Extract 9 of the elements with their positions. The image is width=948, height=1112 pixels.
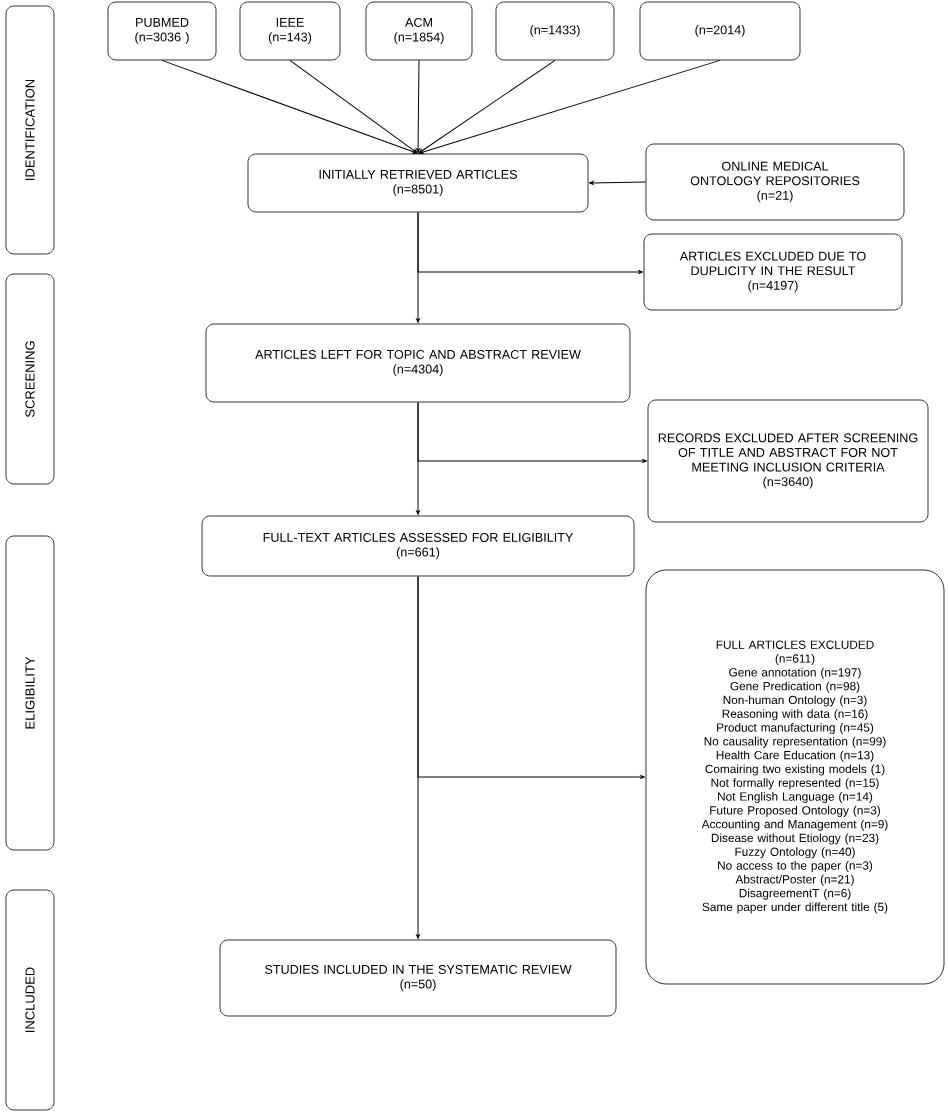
arrow bbox=[418, 59, 721, 155]
arrow bbox=[416, 59, 420, 153]
arrow bbox=[416, 575, 420, 939]
arrow bbox=[416, 401, 420, 515]
arrow bbox=[416, 211, 420, 323]
arrow bbox=[289, 59, 418, 154]
arrow bbox=[418, 59, 556, 154]
arrow bbox=[161, 59, 418, 154]
arrow bbox=[589, 181, 647, 185]
